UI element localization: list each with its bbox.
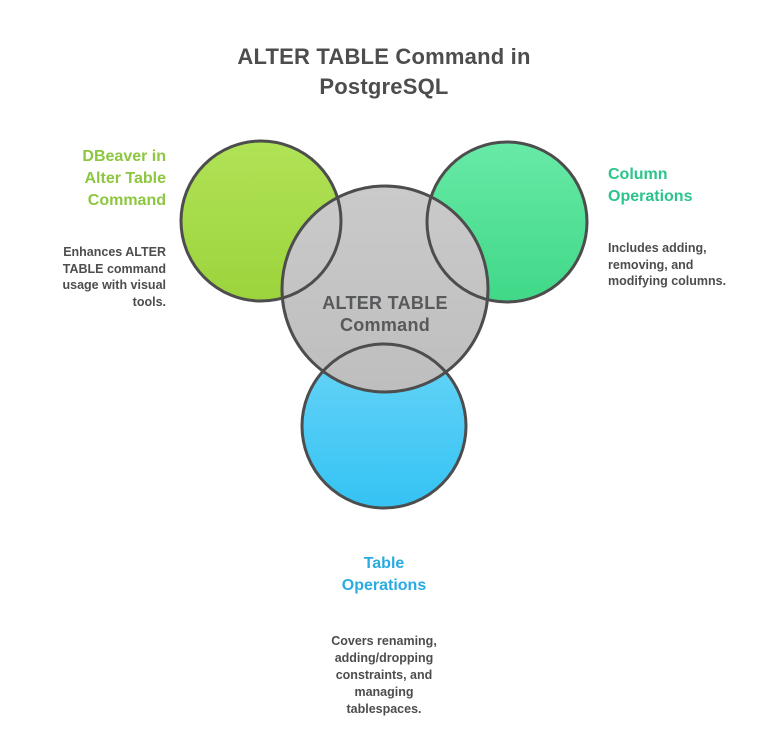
- table-operations-circle-outline: [300, 342, 468, 510]
- center-circle-outline: [280, 184, 490, 394]
- column-operations-description: Includes adding, removing, and modifying…: [608, 241, 727, 288]
- center-circle-label: ALTER TABLE Command: [322, 293, 448, 335]
- dbeaver-description: Enhances ALTER TABLE command usage with …: [62, 245, 166, 309]
- node-column-operations: Column Operations Includes adding, remov…: [608, 146, 760, 308]
- column-operations-circle-outline: [425, 140, 589, 304]
- dbeaver-circle-outline: [179, 139, 343, 303]
- table-operations-heading: Table Operations: [341, 555, 427, 594]
- table-operations-description: Covers renaming, adding/dropping constra…: [331, 634, 437, 716]
- dbeaver-heading: DBeaver in Alter Table Command: [82, 148, 166, 209]
- center-circle: [282, 186, 488, 392]
- diagram-title: ALTER TABLE Command in PostgreSQL: [237, 44, 531, 99]
- node-table-operations: Table Operations Covers renaming, adding…: [284, 535, 484, 733]
- column-operations-heading: Column Operations: [608, 166, 693, 205]
- node-dbeaver: DBeaver in Alter Table Command Enhances …: [24, 128, 166, 328]
